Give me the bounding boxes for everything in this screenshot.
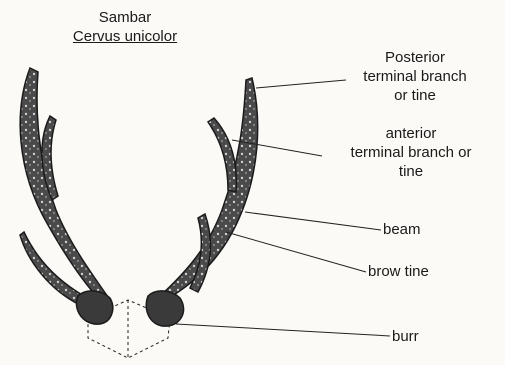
leader-line-beam (245, 212, 381, 230)
right-burr (146, 291, 183, 326)
common-name: Sambar (99, 9, 152, 26)
label-beam: beam (383, 220, 421, 239)
label-anterior-tine: anterior terminal branch or tine (318, 124, 504, 181)
scientific-name: Cervus unicolor (60, 27, 190, 46)
left-burr (76, 291, 112, 324)
left-antler-beam (20, 68, 110, 300)
label-brow-tine: brow tine (368, 262, 429, 281)
leader-line-brow-tine (226, 232, 366, 272)
right-anterior-tine (208, 118, 236, 192)
label-burr: burr (392, 327, 419, 346)
label-posterior-tine: Posterior terminal branch or tine (330, 48, 500, 105)
diagram-title: Sambar Cervus unicolor (60, 8, 190, 46)
leader-line-burr (176, 324, 390, 336)
right-brow-tine (190, 214, 210, 292)
